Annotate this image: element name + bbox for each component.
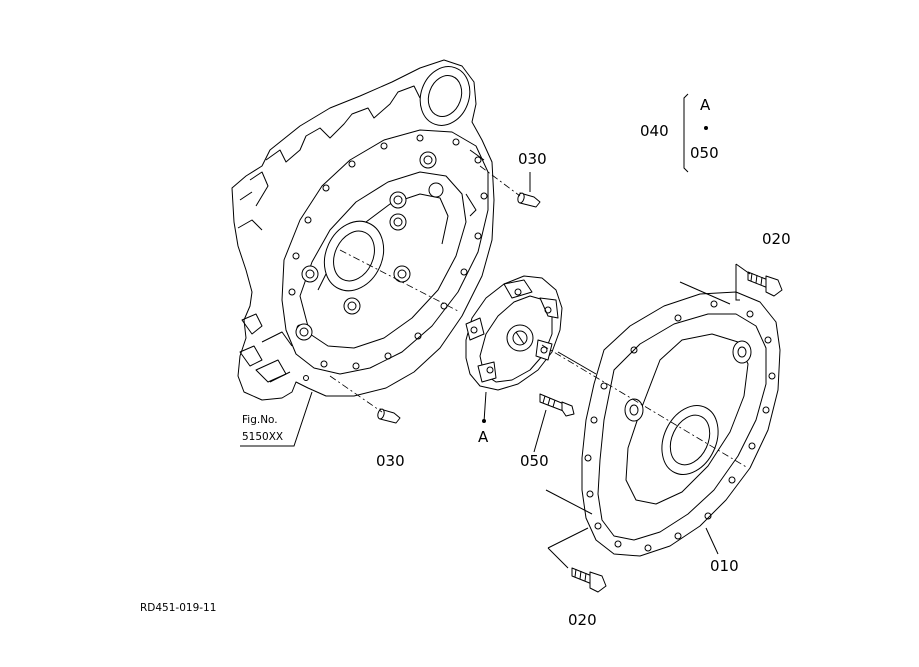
label-040: 040 — [640, 122, 669, 140]
fig-ref-line1: Fig.No. — [242, 414, 278, 426]
label-050-legend: 050 — [690, 144, 719, 162]
label-010: 010 — [710, 557, 739, 575]
label-a-legend: A — [700, 96, 711, 114]
coupling-bolt — [539, 393, 575, 417]
label-020-lower: 020 — [568, 611, 597, 629]
cover-bolt-upper — [747, 271, 783, 297]
label-030-lower: 030 — [376, 452, 405, 470]
label-050: 050 — [520, 452, 549, 470]
dowel-pin-upper — [517, 192, 541, 208]
label-a-coupling: A — [478, 428, 489, 446]
dowel-pin-lower — [377, 408, 401, 424]
cover-bolt-lower — [571, 567, 607, 593]
leader-lines — [240, 93, 751, 569]
flywheel-cover — [581, 291, 781, 557]
label-020-upper: 020 — [762, 230, 791, 248]
legend-ref-dot — [704, 126, 708, 130]
coupling-ref-dot — [482, 419, 486, 423]
flexible-coupling — [465, 275, 563, 391]
label-030-upper: 030 — [518, 150, 547, 168]
cover-bolt-holes — [584, 300, 776, 552]
housing-bolt-holes — [288, 134, 488, 381]
fig-ref-line2: 5150XX — [242, 431, 283, 443]
flywheel-housing — [231, 59, 495, 401]
assembly-lines — [329, 165, 749, 549]
drawing-code: RD451-019-11 — [140, 602, 216, 614]
